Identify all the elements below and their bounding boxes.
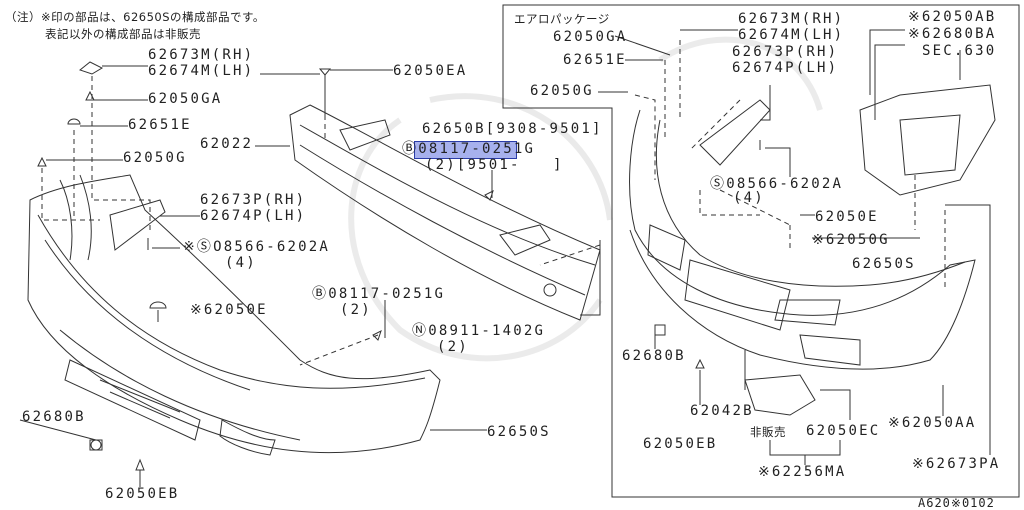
left-leaders — [19, 61, 601, 487]
part-label[interactable]: 62050GA — [148, 91, 223, 107]
part-label[interactable]: ※ⓈO8566-6202A — [183, 239, 331, 255]
part-label[interactable]: ※62050E — [190, 302, 268, 318]
text-selection-highlight — [414, 141, 517, 159]
part-label[interactable]: ※62050G — [812, 232, 890, 248]
part-label[interactable]: 62050EB — [105, 486, 180, 502]
part-label[interactable]: Ⓢ08566-6202A — [710, 176, 844, 192]
part-label[interactable]: 62650S — [487, 424, 551, 440]
watermark-logo — [348, 36, 823, 362]
part-label[interactable]: 62651E — [563, 52, 627, 68]
part-label[interactable]: 62022 — [200, 136, 254, 152]
part-label[interactable]: ※62050AA — [888, 415, 977, 431]
part-label[interactable]: 62042B — [690, 403, 754, 419]
part-label-selected[interactable]: Ⓑ08117-0251G — [402, 141, 536, 157]
part-label[interactable]: 62673P(RH) — [732, 44, 839, 60]
part-label[interactable]: 62674P(LH) — [732, 60, 839, 76]
right-leaders — [598, 29, 991, 465]
note-line-2: 表記以外の構成部品は非販売 — [45, 27, 201, 41]
front-bumper-left — [27, 174, 441, 480]
part-label[interactable]: 62673M(RH) — [148, 47, 255, 63]
part-label[interactable]: 62650S — [852, 256, 916, 272]
quantity-label: (4) — [733, 190, 765, 206]
part-label[interactable]: 62050GA — [553, 29, 628, 45]
part-label[interactable]: 62050G — [123, 150, 187, 166]
section-reference[interactable]: SEC.630 — [922, 43, 997, 59]
part-label[interactable]: 62050G — [530, 83, 594, 99]
part-label[interactable]: 62680B — [22, 409, 86, 425]
part-label[interactable]: 62050EA — [393, 63, 468, 79]
part-label[interactable]: ※62256MA — [758, 464, 847, 480]
part-label[interactable]: 62674M(LH) — [738, 27, 845, 43]
part-label[interactable]: ※62673PA — [912, 456, 1001, 472]
part-label[interactable]: Ⓝ08911-1402G — [412, 323, 546, 339]
aero-package-title: エアロパッケージ — [514, 12, 610, 26]
part-label[interactable]: 62050EC — [806, 423, 881, 439]
quantity-label: (2) — [340, 302, 372, 318]
quantity-label: (2) — [437, 339, 469, 355]
quantity-label: (4) — [225, 255, 257, 271]
part-label[interactable]: 62674P(LH) — [200, 208, 307, 224]
part-label[interactable]: 62650B[9308-9501] — [422, 121, 603, 137]
part-label[interactable]: 62050E — [815, 209, 879, 225]
part-label[interactable]: ※62680BA — [908, 26, 997, 42]
part-label[interactable]: 62680B — [622, 348, 686, 364]
not-sold-label: 非販売 — [750, 425, 786, 439]
part-label[interactable]: 62050EB — [643, 436, 718, 452]
note-line-1: （注）※印の部品は、62650Sの構成部品です。 — [5, 10, 265, 24]
part-label[interactable]: ※62050AB — [908, 9, 997, 25]
part-label[interactable]: 62651E — [128, 117, 192, 133]
part-label[interactable]: Ⓑ08117-0251G — [312, 286, 446, 302]
quantity-label: (2)[9501- ] — [425, 157, 564, 173]
bumper-reinforcement — [289, 68, 601, 321]
part-label[interactable]: 62673P(RH) — [200, 192, 307, 208]
diagram-code: A620※0102 — [918, 496, 995, 510]
part-label[interactable]: 62673M(RH) — [738, 11, 845, 27]
front-bumper-aero — [629, 84, 996, 416]
part-label[interactable]: 62674M(LH) — [148, 63, 255, 79]
